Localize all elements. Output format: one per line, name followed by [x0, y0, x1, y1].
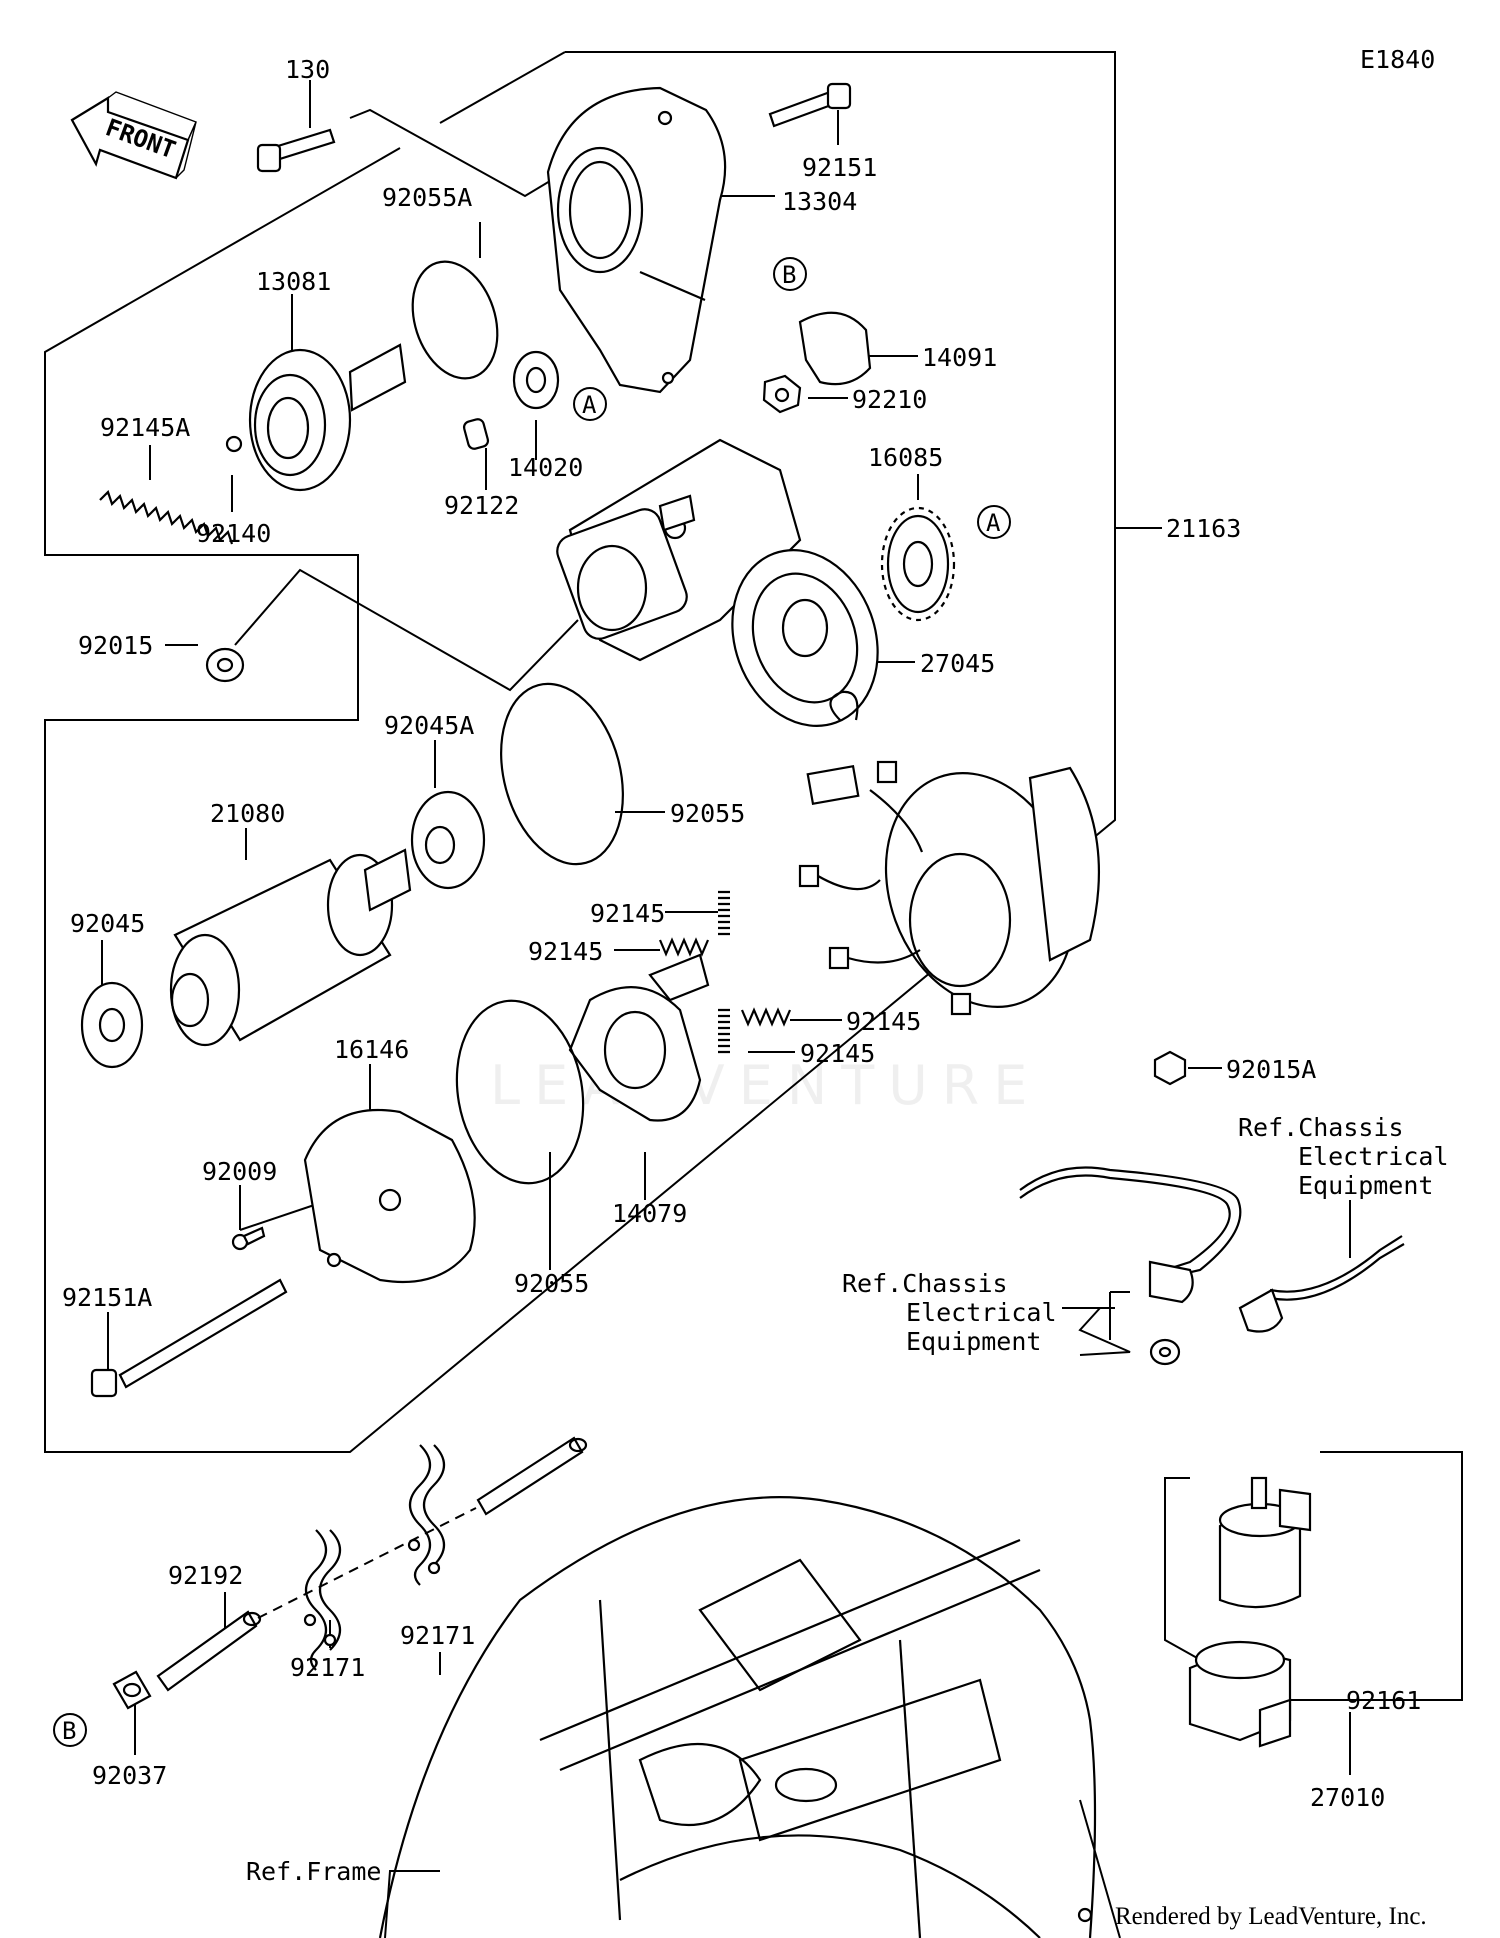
screw-92009 [231, 1226, 266, 1251]
brush-plate-14079 [568, 953, 710, 1122]
part-label-92055-upper: 92055 [670, 799, 745, 828]
part-label-92009: 92009 [202, 1157, 277, 1186]
front-arrow-icon: FRONT [70, 91, 197, 180]
bearing-92045 [80, 981, 144, 1069]
part-label-92145-4: 92145 [800, 1039, 875, 1068]
svg-text:B: B [62, 1717, 76, 1745]
washer-92015 [205, 647, 245, 683]
part-label-92015: 92015 [78, 631, 153, 660]
part-label-92151: 92151 [802, 153, 877, 182]
cap-14091 [798, 311, 872, 386]
svg-text:Electrical: Electrical [906, 1298, 1057, 1327]
part-label-92145A: 92145A [100, 413, 190, 442]
part-label-130: 130 [285, 55, 330, 84]
svg-text:Ref.Chassis: Ref.Chassis [842, 1269, 1008, 1298]
ref-marker-a-left: A [573, 387, 607, 421]
part-label-14091: 14091 [922, 343, 997, 372]
ref-marker-b-bottom: B [53, 1713, 87, 1747]
part-label-13081: 13081 [256, 267, 331, 296]
part-label-92145-1: 92145 [590, 899, 665, 928]
cable-clip-assembly [112, 1436, 588, 1710]
ref-frame-label: Ref.Frame [246, 1857, 381, 1886]
rear-cover-16146 [303, 1108, 476, 1284]
part-label-13304: 13304 [782, 187, 857, 216]
svg-text:A: A [582, 391, 597, 419]
battery-cables [1019, 1050, 1405, 1366]
part-label-16085: 16085 [868, 443, 943, 472]
yoke-assembly [556, 438, 802, 662]
svg-text:Equipment: Equipment [906, 1327, 1041, 1356]
starter-relay-27010 [1188, 1476, 1312, 1748]
bearing-92045A [410, 790, 486, 890]
part-label-21163: 21163 [1166, 514, 1241, 543]
part-label-92140: 92140 [196, 519, 271, 548]
spring-92145-b [658, 937, 710, 957]
svg-text:A: A [986, 509, 1001, 537]
clutch-gear-13081 [248, 343, 407, 492]
spring-92145A [99, 489, 234, 545]
o-ring-92055-upper [500, 682, 624, 866]
pin-92122 [462, 418, 490, 450]
bolt-130 [256, 128, 336, 173]
spring-92145-c [740, 1007, 792, 1027]
armature-21080 [169, 848, 412, 1047]
end-frame-27045 [731, 549, 879, 727]
part-labels: 130 92151 13304 92055A 13081 14091 92210… [62, 55, 1421, 1812]
ref-marker-a-right: A [977, 505, 1011, 539]
part-label-14020: 14020 [508, 453, 583, 482]
nut-92210 [762, 374, 802, 414]
ref-chassis-label-2: Ref.Chassis Electrical Equipment [842, 1269, 1057, 1356]
part-label-21080: 21080 [210, 799, 285, 828]
part-label-92055-lower: 92055 [514, 1269, 589, 1298]
spring-92145-a [718, 890, 730, 936]
ref-chassis-label-1: Ref.Chassis Electrical Equipment [1238, 1113, 1449, 1258]
housing-13304 [546, 86, 727, 394]
diagram-code: E1840 [1360, 45, 1435, 74]
frame-outline [378, 1496, 1097, 1938]
gear-16085 [880, 506, 956, 622]
part-label-92192: 92192 [168, 1561, 243, 1590]
svg-text:Ref.Chassis: Ref.Chassis [1238, 1113, 1404, 1142]
bolt-92151 [768, 82, 852, 128]
o-ring-92055-lower [455, 999, 585, 1185]
part-label-27045: 27045 [920, 649, 995, 678]
part-label-92037: 92037 [92, 1761, 167, 1790]
svg-text:B: B [782, 261, 796, 289]
part-label-92171-1: 92171 [290, 1653, 365, 1682]
assembly-boundary-21163 [44, 51, 1116, 1453]
ref-marker-b-top: B [773, 257, 807, 291]
leader-lines [101, 80, 1351, 1938]
spring-92145-d [718, 1008, 730, 1054]
part-label-92151A: 92151A [62, 1283, 152, 1312]
part-label-14079: 14079 [612, 1199, 687, 1228]
part-label-16146: 16146 [334, 1035, 409, 1064]
part-label-92055A: 92055A [382, 183, 472, 212]
part-label-92210: 92210 [852, 385, 927, 414]
part-label-92145-3: 92145 [846, 1007, 921, 1036]
credit-text: Rendered by LeadVenture, Inc. [1115, 1903, 1427, 1930]
svg-text:Electrical: Electrical [1298, 1142, 1449, 1171]
field-coil-with-brushes [798, 690, 1101, 1016]
part-label-92145-2: 92145 [528, 937, 603, 966]
part-label-27010: 27010 [1310, 1783, 1385, 1812]
part-label-92045A: 92045A [384, 711, 474, 740]
retainer-14020 [512, 350, 560, 410]
part-label-92045: 92045 [70, 909, 145, 938]
bolt-92151A [90, 1278, 288, 1398]
o-ring-92055A [411, 260, 499, 380]
part-label-92122: 92122 [444, 491, 519, 520]
part-label-92171-2: 92171 [400, 1621, 475, 1650]
part-label-92015A: 92015A [1226, 1055, 1316, 1084]
svg-text:Equipment: Equipment [1298, 1171, 1433, 1200]
ball-92140 [225, 435, 243, 453]
part-label-92161: 92161 [1346, 1686, 1421, 1715]
